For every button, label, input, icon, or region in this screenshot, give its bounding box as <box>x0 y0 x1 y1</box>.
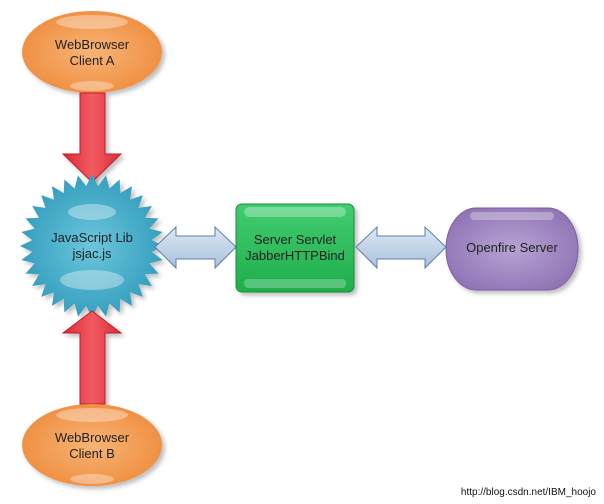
node-servlet <box>235 203 355 293</box>
openfire-shape <box>445 207 579 291</box>
client-b-line1: WebBrowser <box>54 430 130 445</box>
edge-client-a-to-jslib <box>61 92 123 183</box>
edge-jslib-servlet <box>154 225 237 270</box>
client-a-ellipse <box>22 11 162 93</box>
jslib-label: JavaScript Lib jsjac.js <box>22 230 162 262</box>
double-arrow-icon <box>154 225 237 270</box>
highlight <box>70 81 114 91</box>
servlet-line1: Server Servlet <box>253 232 337 247</box>
starburst-shape <box>20 174 164 318</box>
client-b-label: WebBrowser Client B <box>22 430 162 462</box>
highlight <box>56 15 128 29</box>
openfire-label: Openfire Server <box>446 240 578 256</box>
client-b-line2: Client B <box>69 446 115 461</box>
highlight <box>68 204 116 220</box>
node-client-a <box>22 11 162 93</box>
highlight <box>56 408 128 422</box>
highlight <box>470 212 554 220</box>
double-arrow-icon <box>355 225 447 270</box>
servlet-label: Server Servlet JabberHTTPBind <box>236 232 354 264</box>
highlight <box>70 474 114 484</box>
servlet-box <box>235 203 355 293</box>
watermark-url: http://blog.csdn.net/IBM_hoojo <box>460 487 596 498</box>
node-openfire <box>445 207 579 291</box>
servlet-line2: JabberHTTPBind <box>245 248 345 263</box>
client-a-line2: Client A <box>69 53 115 68</box>
edge-servlet-openfire <box>355 225 447 270</box>
client-a-line1: WebBrowser <box>54 37 130 52</box>
highlight <box>244 279 346 288</box>
client-a-label: WebBrowser Client A <box>22 37 162 69</box>
arrow-down-icon <box>61 92 123 183</box>
arrow-up-icon <box>61 310 123 405</box>
jslib-line2: jsjac.js <box>72 246 112 261</box>
openfire-line1: Openfire Server <box>466 240 558 255</box>
edge-client-b-to-jslib <box>61 310 123 405</box>
highlight <box>244 207 346 217</box>
client-b-ellipse <box>22 404 162 486</box>
highlight <box>60 270 124 290</box>
jslib-line1: JavaScript Lib <box>51 230 133 245</box>
node-jslib <box>20 174 164 318</box>
node-client-b <box>22 404 162 486</box>
